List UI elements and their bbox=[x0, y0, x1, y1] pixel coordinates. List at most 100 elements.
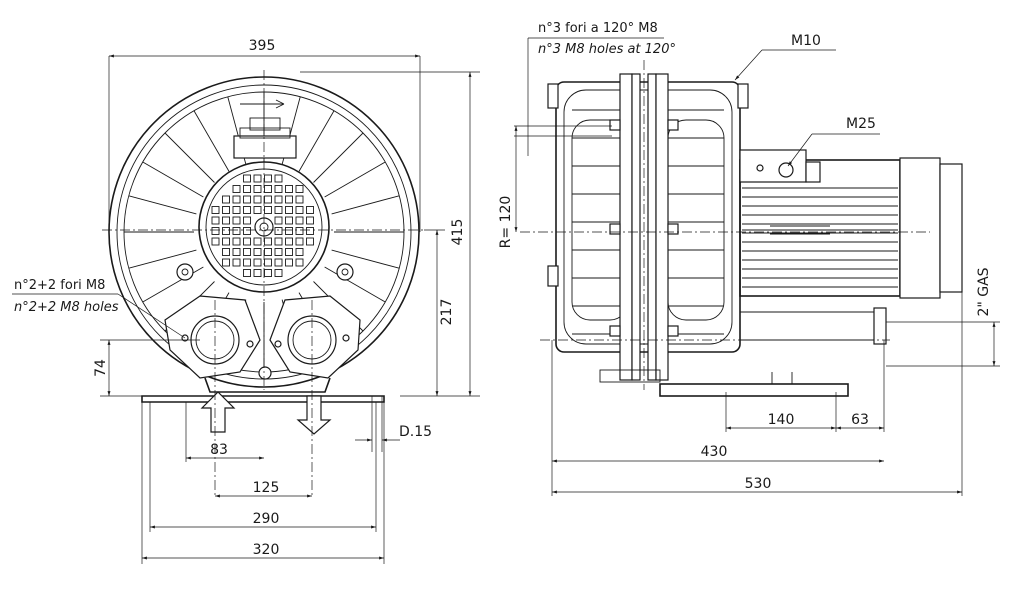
fin bbox=[324, 161, 386, 198]
grille-cell bbox=[264, 248, 272, 256]
grille-cell bbox=[274, 174, 283, 183]
grille-cell bbox=[285, 258, 293, 267]
fan-grille bbox=[211, 174, 314, 277]
grille-cell bbox=[222, 258, 230, 267]
note-holes-front-en: n°2+2 M8 holes bbox=[14, 300, 119, 315]
grille-cell bbox=[253, 206, 262, 214]
dim-74: 74 bbox=[93, 359, 109, 377]
fin bbox=[331, 195, 400, 215]
note-holes-side-en: n°3 M8 holes at 120° bbox=[538, 42, 676, 57]
grille-cell bbox=[274, 216, 283, 225]
grille-cell bbox=[285, 185, 293, 193]
front-dimensions: 395 415 217 74 83 125 290 320 D.15 n°2+2… bbox=[12, 38, 480, 564]
grille-cell bbox=[232, 237, 241, 246]
motor-fins bbox=[742, 187, 898, 288]
grille-cell bbox=[243, 174, 251, 183]
grille-cell bbox=[264, 185, 272, 193]
grille-cell bbox=[264, 206, 272, 214]
dim-290: 290 bbox=[253, 511, 280, 527]
dim-83: 83 bbox=[210, 442, 228, 458]
note-holes-front-it: n°2+2 fori M8 bbox=[14, 278, 105, 293]
grille-cell bbox=[285, 216, 293, 225]
grille-cell bbox=[285, 195, 293, 204]
dim-d15: D.15 bbox=[399, 424, 432, 440]
grille-cell bbox=[232, 185, 241, 193]
fin bbox=[331, 249, 400, 269]
grille-cell bbox=[222, 227, 230, 235]
grille-cell bbox=[285, 206, 293, 214]
note-holes-side-it: n°3 fori a 120° M8 bbox=[538, 21, 658, 36]
side-ribs bbox=[572, 109, 724, 335]
grille-cell bbox=[285, 248, 293, 256]
grille-cell bbox=[274, 237, 283, 246]
grille-cell bbox=[232, 195, 241, 204]
grille-cell bbox=[295, 206, 304, 214]
grille-cell bbox=[295, 248, 304, 256]
grille-cell bbox=[274, 195, 283, 204]
grille-cell bbox=[253, 174, 262, 183]
grille-cell bbox=[211, 216, 220, 225]
grille-cell bbox=[295, 227, 304, 235]
fin bbox=[193, 110, 230, 172]
label-gas: 2" GAS bbox=[976, 267, 992, 316]
grille-cell bbox=[253, 195, 262, 204]
grille-cell bbox=[295, 195, 304, 204]
grille-cell bbox=[243, 248, 251, 256]
grille-cell bbox=[264, 174, 272, 183]
grille-cell bbox=[285, 227, 293, 235]
grille-cell bbox=[211, 206, 220, 214]
grille-cell bbox=[274, 258, 283, 267]
fin bbox=[324, 266, 386, 303]
fin bbox=[298, 110, 335, 172]
grille-cell bbox=[243, 237, 251, 246]
outlet-arrow-icon bbox=[296, 395, 332, 435]
grille-cell bbox=[243, 227, 251, 235]
rotation-arrow-icon bbox=[240, 99, 285, 109]
grille-cell bbox=[306, 216, 314, 225]
grille-cell bbox=[274, 248, 283, 256]
grille-cell bbox=[243, 216, 251, 225]
grille-cell bbox=[306, 237, 314, 246]
grille-cell bbox=[253, 248, 262, 256]
grille-cell bbox=[285, 237, 293, 246]
grille-cell bbox=[222, 216, 230, 225]
dim-217: 217 bbox=[439, 299, 455, 326]
grille-cell bbox=[243, 269, 251, 277]
grille-cell bbox=[274, 206, 283, 214]
dim-430: 430 bbox=[701, 444, 728, 460]
grille-cell bbox=[243, 206, 251, 214]
fin bbox=[128, 249, 197, 269]
grille-cell bbox=[264, 195, 272, 204]
dim-63: 63 bbox=[851, 412, 869, 428]
fin bbox=[313, 132, 364, 183]
grille-cell bbox=[222, 248, 230, 256]
grille-cell bbox=[306, 227, 314, 235]
grille-cell bbox=[264, 269, 272, 277]
grille-cell bbox=[274, 227, 283, 235]
dim-320: 320 bbox=[253, 542, 280, 558]
grille-cell bbox=[232, 258, 241, 267]
grille-cell bbox=[274, 269, 283, 277]
grille-cell bbox=[232, 227, 241, 235]
grille-cell bbox=[222, 237, 230, 246]
fin bbox=[128, 195, 197, 215]
dim-395: 395 bbox=[249, 38, 276, 54]
grille-cell bbox=[243, 195, 251, 204]
grille-cell bbox=[232, 248, 241, 256]
grille-cell bbox=[232, 206, 241, 214]
dim-530: 530 bbox=[745, 476, 772, 492]
grille-cell bbox=[274, 185, 283, 193]
side-view bbox=[520, 60, 963, 397]
grille-cell bbox=[211, 237, 220, 246]
dim-140: 140 bbox=[768, 412, 795, 428]
grille-cell bbox=[211, 227, 220, 235]
front-view bbox=[102, 70, 424, 495]
grille-cell bbox=[253, 185, 262, 193]
fin bbox=[142, 161, 204, 198]
label-m25: M25 bbox=[846, 116, 876, 132]
grille-cell bbox=[243, 258, 251, 267]
grille-cell bbox=[295, 258, 304, 267]
fin bbox=[142, 266, 204, 303]
grille-cell bbox=[264, 237, 272, 246]
